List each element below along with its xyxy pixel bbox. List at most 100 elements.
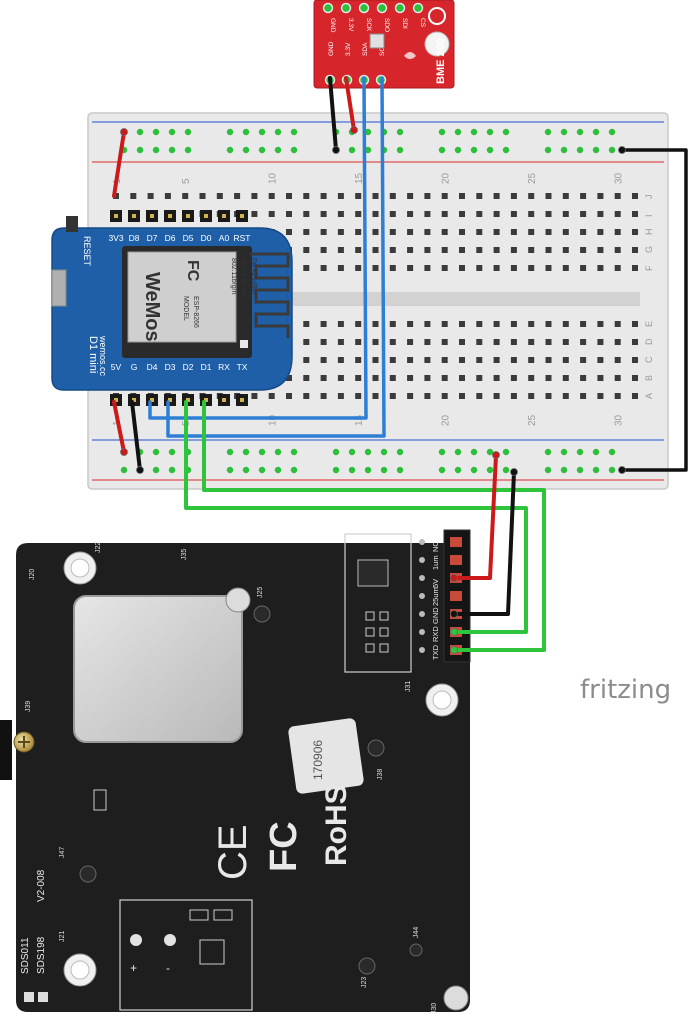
breadboard-hole: [562, 321, 569, 327]
rail-hole: [348, 466, 356, 474]
wemos-top-pin-gold: [204, 214, 208, 218]
sensor-top-pin: [322, 2, 334, 14]
breadboard-hole: [562, 265, 569, 271]
sensor-top-pin-label: SDO: [383, 18, 390, 32]
breadboard-hole: [407, 247, 414, 253]
breadboard-hole: [320, 393, 327, 399]
breadboard-hole: [303, 229, 310, 235]
reset-label: RESET: [82, 236, 92, 267]
wemos-bottom-pin-label: D4: [147, 362, 158, 372]
breadboard-hole: [355, 193, 362, 199]
sds-ref-label: J35: [181, 549, 188, 560]
breadboard-hole: [337, 321, 344, 327]
sds-pin-label: 1um: [431, 555, 440, 570]
sensor-top-pin: [376, 2, 388, 14]
breadboard-hole: [510, 247, 517, 253]
rail-hole: [152, 146, 160, 154]
breadboard-hole: [234, 193, 241, 199]
breadboard-hole: [372, 375, 379, 381]
breadboard-hole: [303, 211, 310, 217]
breadboard-hole: [545, 265, 552, 271]
breadboard-hole: [251, 193, 258, 199]
breadboard-hole: [355, 229, 362, 235]
breadboard-hole: [562, 247, 569, 253]
breadboard-hole: [355, 247, 362, 253]
sensor-top-pin-label: GND: [329, 18, 336, 33]
rail-hole: [290, 466, 298, 474]
rail-hole: [608, 128, 616, 136]
rail-hole: [274, 128, 282, 136]
breadboard-hole: [441, 375, 448, 381]
sds-ref-label: J31: [405, 681, 412, 692]
rail-hole: [226, 128, 234, 136]
sparkfun-gear-icon: [428, 7, 446, 25]
breadboard-hole: [407, 229, 414, 235]
rail-hole: [184, 146, 192, 154]
rail-hole: [274, 146, 282, 154]
breadboard-hole: [632, 265, 638, 271]
rail-hole: [226, 146, 234, 154]
board-website: wemos.cc: [98, 335, 108, 377]
breadboard-hole: [407, 321, 414, 327]
breadboard-hole: [545, 193, 552, 199]
wire-sensor-gnd: [328, 76, 338, 152]
breadboard-hole: [597, 247, 604, 253]
row-letter-top: F: [644, 265, 654, 271]
rail-hole: [454, 146, 462, 154]
breadboard-hole: [528, 193, 535, 199]
sds-pin-pad: [419, 575, 425, 581]
breadboard-hole: [614, 211, 621, 217]
breadboard-hole: [528, 265, 535, 271]
wire-sds-5v: [452, 453, 498, 580]
terminal-minus: -: [166, 961, 170, 975]
row-letter-top: G: [644, 246, 654, 253]
breadboard-hole: [251, 393, 258, 399]
breadboard-hole: [528, 247, 535, 253]
sds-pin-pad: [419, 593, 425, 599]
sds-ref-label: J25: [257, 587, 264, 598]
breadboard-hole: [441, 321, 448, 327]
wemos-bottom-header: [110, 394, 248, 406]
wire-end: [510, 468, 518, 476]
rail-hole: [454, 448, 462, 456]
wire-end: [120, 448, 128, 456]
breadboard-hole: [614, 357, 621, 363]
wire-3v3-rail: [112, 130, 126, 198]
sds-model-b: SDS198: [36, 936, 47, 974]
sensor-bottom-pin-label: SDA: [362, 42, 369, 56]
rail-hole: [348, 448, 356, 456]
breadboard-hole: [303, 393, 310, 399]
breadboard-hole: [528, 393, 535, 399]
wire-sensor-sda: [148, 76, 368, 420]
breadboard-hole: [303, 247, 310, 253]
breadboard-hole: [597, 211, 604, 217]
wire-end: [136, 466, 144, 474]
sds-pin-pad: [419, 611, 425, 617]
breadboard-hole: [459, 321, 465, 327]
breadboard-hole: [407, 357, 414, 363]
breadboard-hole: [562, 211, 569, 217]
row-letter-bottom: A: [644, 393, 654, 399]
rail-hole: [560, 146, 568, 154]
rail-hole: [486, 448, 494, 456]
breadboard-hole: [493, 321, 500, 327]
breadboard-hole: [130, 193, 137, 199]
breadboard-hole: [597, 393, 604, 399]
rail-hole: [258, 128, 266, 136]
rail-hole: [438, 448, 446, 456]
breadboard-hole: [632, 393, 638, 399]
breadboard-hole: [320, 211, 327, 217]
column-number-top: 15: [354, 172, 365, 184]
sds-ref-label: J22: [95, 542, 102, 553]
breadboard-hole: [614, 247, 621, 253]
breadboard-hole: [597, 193, 604, 199]
breadboard-hole: [337, 375, 344, 381]
breadboard-hole: [528, 321, 535, 327]
sds-ref-label: J20: [29, 569, 36, 580]
breadboard-hole: [510, 321, 517, 327]
sds-ref-label: J30: [431, 1003, 438, 1014]
module-line-3: PA +25dBm: [250, 258, 257, 295]
